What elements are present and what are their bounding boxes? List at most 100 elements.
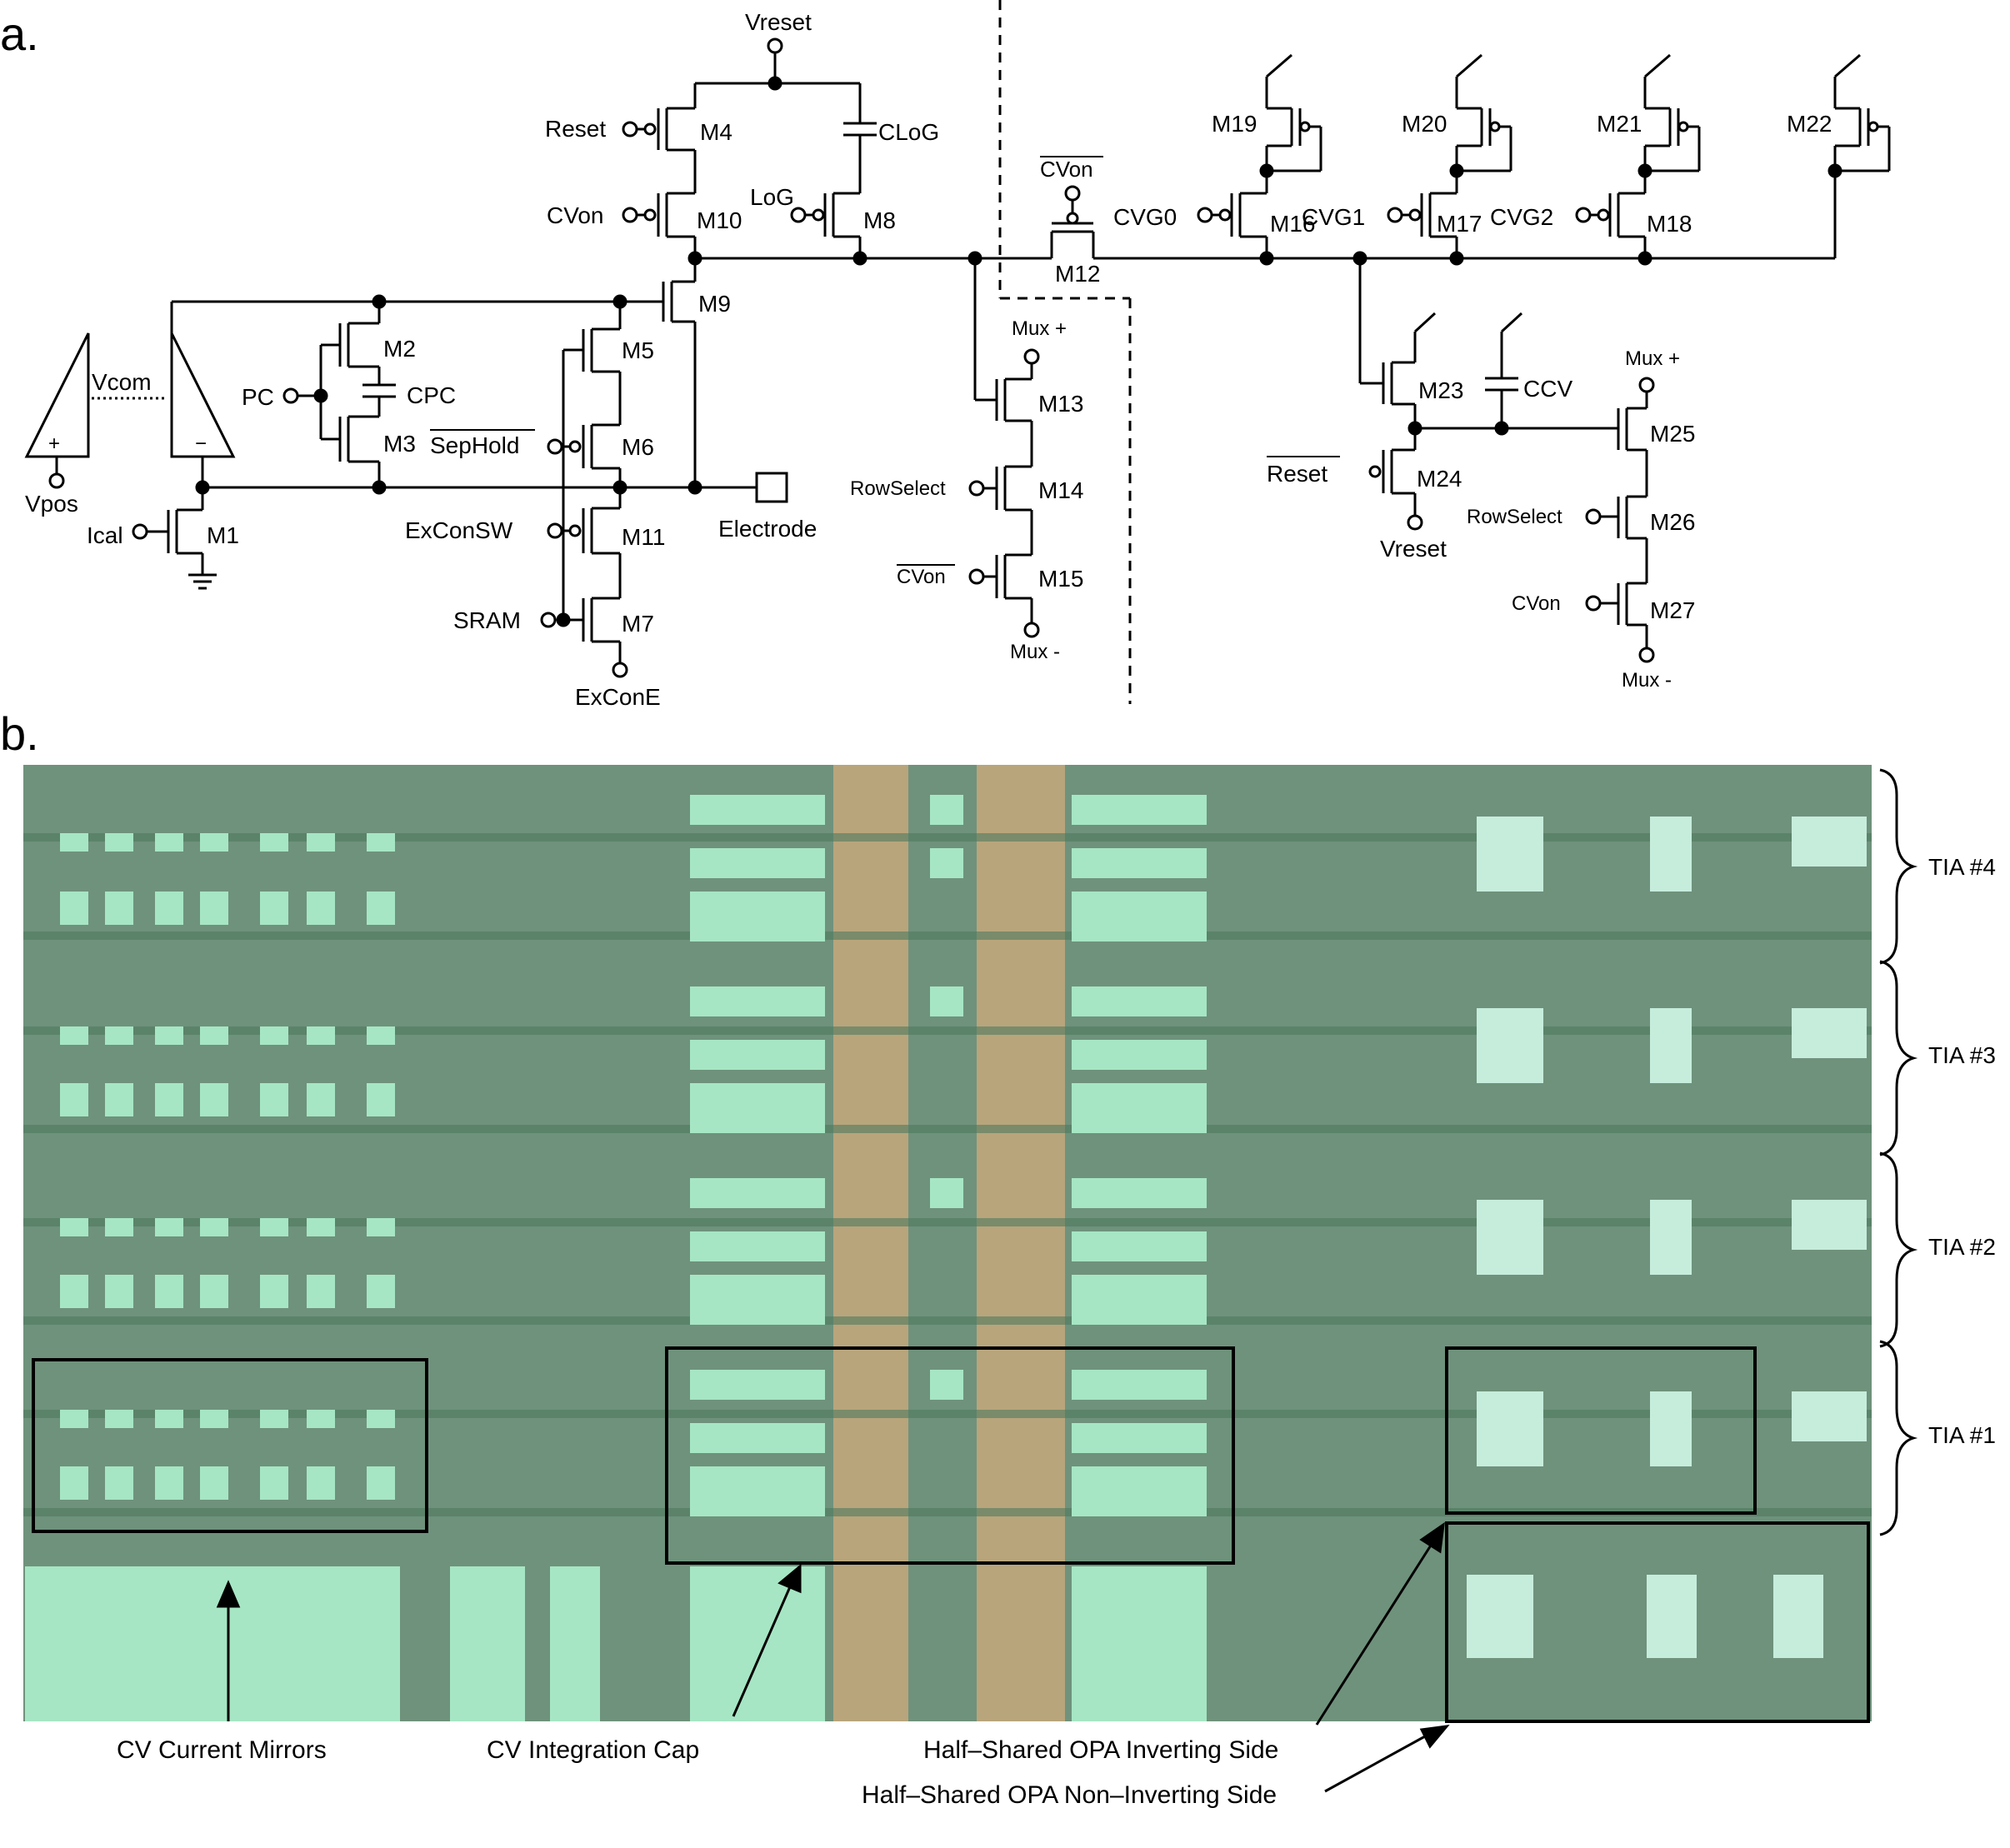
transistor-m18: [1575, 192, 1652, 266]
label-vpos: Vpos: [25, 491, 78, 517]
label-mux-plus-right: Mux +: [1625, 347, 1680, 370]
ical-terminal: [132, 523, 148, 540]
label-m22: M22: [1787, 111, 1832, 137]
label-m13: M13: [1038, 391, 1083, 417]
label-cvg1: CVG1: [1302, 204, 1365, 230]
vpos-terminal: [48, 472, 65, 489]
label-reset: Reset: [545, 116, 606, 142]
label-m23: M23: [1418, 377, 1463, 403]
transistor-m27: [1585, 582, 1647, 627]
highlight-boxes: [32, 1346, 1870, 1723]
transistor-m11: [547, 507, 620, 555]
transistor-m3: [338, 415, 379, 463]
label-clog: CLoG: [878, 119, 939, 145]
box-cv-integration-cap: [665, 1346, 1235, 1565]
poly-strip-2: [977, 765, 1065, 1721]
vreset-terminal: [767, 37, 783, 54]
label-m20: M20: [1402, 111, 1447, 137]
label-cvg0: CVG0: [1113, 204, 1177, 230]
box-opa-inverting: [1445, 1346, 1757, 1515]
label-m10: M10: [697, 207, 742, 233]
annotation-arrows: [216, 1521, 1450, 1793]
label-opa-inverting: Half–Shared OPA Inverting Side: [923, 1736, 1278, 1764]
label-m8: M8: [863, 207, 896, 233]
label-m17: M17: [1437, 211, 1482, 237]
label-m15: M15: [1038, 566, 1083, 592]
electrode-pad: [755, 472, 788, 503]
tia-label-4: TIA #4: [1928, 854, 1996, 880]
transistor-m23: [1382, 361, 1415, 406]
transistor-m8: [790, 192, 860, 238]
tia-label-1: TIA #1: [1928, 1422, 1996, 1448]
label-m7: M7: [622, 611, 654, 637]
label-m1: M1: [207, 522, 239, 548]
label-cvon-bar-mid: CVon: [897, 566, 946, 588]
label-m3: M3: [383, 431, 416, 457]
label-ccv: CCV: [1523, 376, 1572, 402]
label-m6: M6: [622, 434, 654, 460]
label-m14: M14: [1038, 477, 1083, 503]
label-sram: SRAM: [453, 607, 521, 633]
label-m16: M16: [1270, 211, 1315, 237]
box-opa-noninverting: [1445, 1521, 1870, 1723]
label-m4: M4: [700, 119, 732, 145]
label-m24: M24: [1417, 466, 1462, 492]
excone-terminal: [612, 662, 628, 678]
transistor-m9: [662, 258, 697, 323]
transistor-m5: [582, 327, 620, 373]
label-m19: M19: [1212, 111, 1257, 137]
label-m9: M9: [698, 291, 731, 317]
pc-terminal: [282, 387, 299, 404]
label-vreset-top: Vreset: [745, 9, 812, 35]
schematic-labels: Vcom + − Vpos Vreset Reset M4 CVon M10 C…: [25, 9, 1832, 710]
label-m26: M26: [1650, 509, 1695, 535]
label-cvon-bar-top: CVon: [1040, 157, 1093, 182]
transistor-m10: [622, 192, 695, 238]
label-ical: Ical: [87, 522, 123, 548]
label-m25: M25: [1650, 421, 1695, 447]
label-log: LoG: [750, 184, 794, 210]
box-cv-current-mirrors: [32, 1358, 428, 1533]
transistor-m25: [1617, 407, 1647, 452]
label-exconsw: ExConSW: [405, 517, 513, 543]
current-mirror-cells: [60, 833, 395, 1500]
label-m11: M11: [622, 524, 665, 550]
label-rowselect-mid: RowSelect: [850, 477, 946, 500]
label-m12: M12: [1055, 261, 1100, 287]
label-plus: +: [48, 432, 60, 455]
transistor-m7: [582, 597, 620, 643]
label-mux-plus-mid: Mux +: [1012, 317, 1067, 340]
transistor-group-m19-m22: [1259, 53, 1891, 258]
label-cvon: CVon: [547, 202, 604, 228]
transistor-m13: [995, 377, 1032, 422]
label-cvg2: CVG2: [1490, 204, 1553, 230]
opa-cells: [1467, 817, 1867, 1658]
label-sephold: SepHold: [430, 432, 519, 458]
transistor-m4: [622, 107, 695, 152]
micrograph: [23, 765, 1872, 1723]
integration-caps: [25, 795, 1207, 1721]
transistor-m26: [1585, 495, 1647, 540]
label-m21: M21: [1597, 111, 1642, 137]
label-m18: M18: [1647, 211, 1692, 237]
schematic: [24, 0, 1891, 704]
label-m27: M27: [1650, 597, 1695, 623]
transistor-m1: [167, 508, 202, 555]
poly-strip-1: [833, 765, 908, 1721]
panel-label-a: a.: [0, 7, 39, 60]
sram-terminal: [540, 612, 557, 628]
label-minus: −: [195, 432, 207, 455]
label-mux-minus-mid: Mux -: [1010, 641, 1060, 663]
tia-label-3: TIA #3: [1928, 1042, 1996, 1068]
label-vcom: Vcom: [92, 369, 152, 395]
tia-braces: [1879, 768, 1918, 1536]
label-mux-minus-right: Mux -: [1622, 669, 1672, 692]
label-reset-bar: Reset: [1267, 461, 1328, 487]
label-cvon-right: CVon: [1512, 592, 1561, 615]
transistor-m24: [1368, 448, 1415, 495]
transistor-m16: [1197, 192, 1274, 266]
annotation-labels: CV Current Mirrors CV Integration Cap Ha…: [117, 1736, 1278, 1809]
label-rowselect-right: RowSelect: [1467, 506, 1562, 528]
tia-label-2: TIA #2: [1928, 1234, 1996, 1260]
